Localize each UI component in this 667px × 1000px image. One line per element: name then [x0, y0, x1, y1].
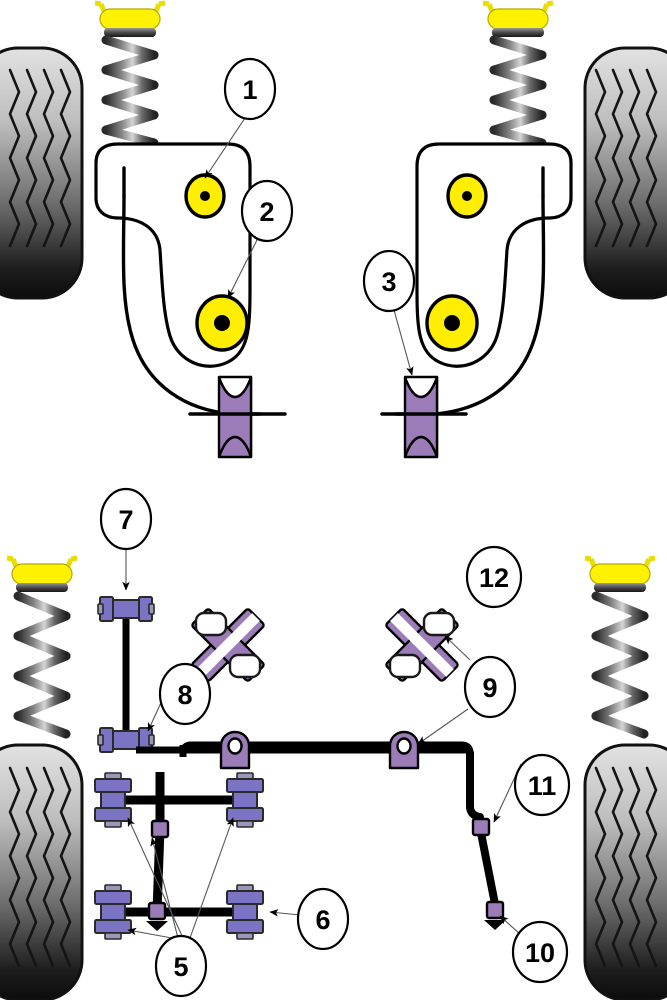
callout-8[interactable]: 8 [158, 662, 212, 726]
callout-label: 9 [482, 673, 497, 703]
rear-link-lower-joint [146, 901, 168, 931]
coil-spring [482, 0, 554, 148]
callout-10[interactable]: 10 [511, 920, 569, 984]
callout-12[interactable]: 12 [465, 545, 523, 609]
leader-5d [189, 817, 234, 939]
callout-label: 8 [177, 680, 192, 710]
coil-spring [584, 555, 656, 739]
front-anti-roll-bar-spool-bush [403, 375, 439, 459]
callout-label: 12 [479, 563, 509, 593]
rear-lower-arm-outer-bush [226, 884, 264, 940]
leader-5b [150, 837, 179, 939]
front-suspension-section [0, 0, 667, 459]
front-lower-wishbone-yellow-bush [195, 294, 249, 352]
tyre [0, 46, 84, 300]
callout-2[interactable]: 2 [240, 179, 294, 243]
callout-label: 1 [242, 75, 257, 105]
tyre [583, 46, 667, 300]
rear-tie-rod [466, 749, 499, 908]
coil-spring [6, 555, 78, 739]
callout-1[interactable]: 1 [223, 57, 277, 121]
callout-label: 6 [315, 905, 330, 935]
callout-label: 5 [173, 952, 188, 982]
front-right-upper-yellow-bush [446, 173, 488, 219]
callout-7[interactable]: 7 [99, 487, 153, 551]
callout-label: 10 [525, 938, 555, 968]
leader-6 [269, 909, 301, 917]
front-left-spool-bush [217, 375, 253, 459]
rear-link-upper-joint [150, 819, 170, 839]
leader-10 [499, 915, 521, 935]
callout-6[interactable]: 6 [296, 887, 350, 951]
coil-spring [94, 0, 166, 148]
rear-anti-roll-bar-mount [388, 730, 420, 770]
leader-12 [444, 635, 471, 661]
tyre [583, 743, 667, 1000]
callout-label: 7 [118, 505, 133, 535]
callout-5[interactable]: 5 [154, 934, 208, 998]
callout-9[interactable]: 9 [463, 655, 517, 719]
callout-3[interactable]: 3 [362, 249, 416, 313]
rear-suspension-section [0, 555, 667, 1000]
rear-diagonal-bush-pair-right [385, 608, 459, 682]
front-upper-wishbone-yellow-bush [184, 173, 226, 219]
callout-label: 11 [528, 771, 557, 801]
rear-lower-arm-inner-bush [94, 884, 132, 940]
callout-label: 2 [259, 197, 274, 227]
rear-drop-link-upper-bush [97, 596, 155, 622]
rear-tie-rod-upper-joint [471, 817, 491, 837]
callout-label: 3 [381, 267, 396, 297]
front-right-lower-yellow-bush [425, 294, 479, 352]
rear-tie-rod-lower-joint [484, 900, 506, 930]
leader-1 [204, 117, 246, 179]
rear-suspension-arms [113, 745, 245, 917]
leader-lines [122, 117, 522, 939]
leader-9 [417, 708, 469, 745]
rear-upper-arm-inner-bush [94, 772, 132, 828]
callout-11[interactable]: 11 [513, 753, 571, 817]
leader-5c [127, 817, 184, 939]
leader-3 [393, 309, 414, 376]
leader-2 [227, 237, 259, 299]
callout-bubbles: 1 2 3 5 6 7 8 9 [99, 57, 571, 998]
tyre [0, 743, 84, 1000]
leader-5a [127, 927, 173, 939]
rear-anti-roll-bar-mount-left [219, 730, 251, 770]
